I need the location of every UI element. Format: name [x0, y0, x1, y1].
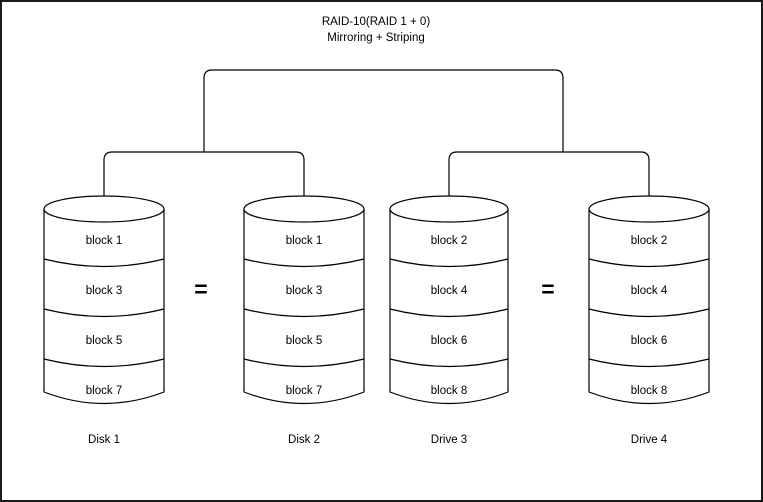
drive-3-top-ellipse [389, 195, 509, 223]
disk-2-divider-3 [243, 358, 365, 368]
drive-3-block-2: block 4 [431, 285, 468, 297]
drive-4-divider-1 [588, 258, 710, 268]
mirror-group-2-bracket [448, 151, 650, 196]
disk-1-block-3: block 5 [86, 335, 122, 347]
disk-1-divider-1 [43, 258, 165, 268]
drive-4-block-3: block 6 [631, 335, 667, 347]
disk-cylinder-4: block 2 block 4 block 6 block 8 Drive 4 [588, 195, 710, 446]
drive-4-divider-3 [588, 358, 710, 368]
disk-2-block-1: block 1 [286, 235, 322, 247]
disk-1-block-2: block 3 [86, 285, 122, 297]
drive-4-block-2: block 4 [631, 285, 668, 297]
drive-4-label: Drive 4 [631, 434, 668, 446]
disk-1-divider-2 [43, 308, 165, 318]
drive-4-body [588, 208, 710, 405]
root-connector-bracket [203, 69, 564, 152]
drive-4-block-4: block 8 [631, 385, 667, 397]
disk-1-label: Disk 1 [88, 434, 120, 446]
disk-1-top-ellipse [43, 195, 165, 223]
disk-cylinder-1: block 1 block 3 block 5 block 7 Disk 1 [43, 195, 165, 446]
disk-cylinder-2: block 1 block 3 block 5 block 7 Disk 2 [243, 195, 365, 446]
disk-cylinder-3: block 2 block 4 block 6 block 8 Drive 3 [389, 195, 509, 446]
mirror-equals-1: = [194, 276, 207, 302]
disk-2-top-ellipse [243, 195, 365, 223]
drive-3-divider-1 [389, 258, 509, 268]
disk-1-body [43, 208, 165, 405]
mirror-group-1-bracket [103, 151, 305, 196]
drive-3-block-1: block 2 [431, 235, 467, 247]
drive-3-label: Drive 3 [431, 434, 467, 446]
drive-3-divider-3 [389, 358, 509, 368]
diagram-title-line-1: RAID-10(RAID 1 + 0) [322, 16, 430, 28]
drive-3-divider-2 [389, 308, 509, 318]
drive-3-body [389, 208, 509, 405]
drive-4-block-1: block 2 [631, 235, 667, 247]
disk-1-block-1: block 1 [86, 235, 122, 247]
disk-1-divider-3 [43, 358, 165, 368]
disk-2-label: Disk 2 [288, 434, 320, 446]
drive-4-top-ellipse [588, 195, 710, 223]
drive-4-divider-2 [588, 308, 710, 318]
disk-2-block-4: block 7 [286, 385, 322, 397]
disk-2-block-3: block 5 [286, 335, 322, 347]
disk-2-body [243, 208, 365, 405]
disk-2-block-2: block 3 [286, 285, 322, 297]
drive-3-block-3: block 6 [431, 335, 467, 347]
mirror-equals-2: = [541, 276, 554, 302]
drive-3-block-4: block 8 [431, 385, 467, 397]
disk-2-divider-1 [243, 258, 365, 268]
disk-2-divider-2 [243, 308, 365, 318]
disk-1-block-4: block 7 [86, 385, 122, 397]
diagram-title-line-2: Mirroring + Striping [327, 32, 424, 44]
